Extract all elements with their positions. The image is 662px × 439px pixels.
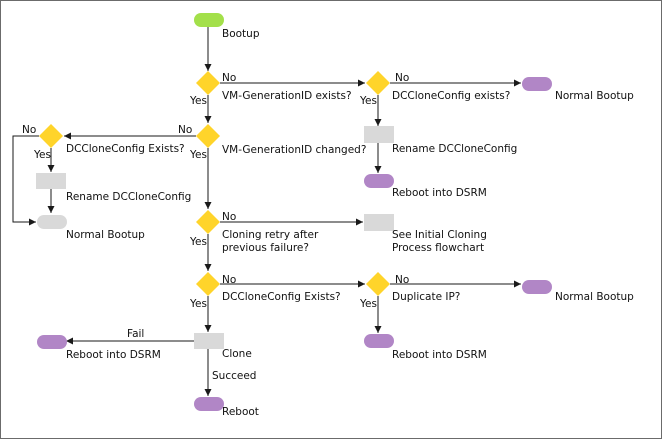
edge-label-no-genid-changed: No xyxy=(178,124,192,136)
terminal-normal-bootup-top xyxy=(522,77,552,91)
label-clone: Clone xyxy=(222,348,252,360)
label-normal-bootup-top: Normal Bootup xyxy=(555,90,634,102)
edge-dcclone-left-no xyxy=(12,135,39,226)
edge-label-yes-dcclone-mid: Yes xyxy=(189,298,207,310)
terminal-normal-bootup-right xyxy=(522,280,552,294)
label-dcclone-top: DCCloneConfig exists? xyxy=(392,90,510,102)
label-bootup: Bootup xyxy=(222,28,260,40)
process-see-initial xyxy=(364,214,394,231)
decision-cloning-retry xyxy=(196,210,220,234)
edge-label-fail: Fail xyxy=(127,328,144,340)
label-duplicate-ip: Duplicate IP? xyxy=(392,291,460,303)
edge-label-no-dcclone-mid: No xyxy=(222,274,236,286)
process-rename-left xyxy=(36,173,66,189)
label-cloning-retry-line1: Cloning retry after xyxy=(222,229,319,241)
edge-label-no-dcclone-top: No xyxy=(395,72,409,84)
label-reboot-dsrm-left: Reboot into DSRM xyxy=(66,349,161,361)
label-genid-exists: VM-GenerationID exists? xyxy=(222,90,352,102)
decision-duplicate-ip xyxy=(366,272,390,296)
decision-dcclone-left xyxy=(39,124,63,148)
label-rename-right: Rename DCCloneConfig xyxy=(392,143,517,155)
edge-label-no-retry: No xyxy=(222,211,236,223)
label-dcclone-mid: DCCloneConfig Exists? xyxy=(222,291,341,303)
decision-dcclone-mid xyxy=(196,272,220,296)
label-see-initial-line2: Process flowchart xyxy=(392,242,484,254)
label-reboot-dsrm-mid: Reboot into DSRM xyxy=(392,349,487,361)
nodes xyxy=(36,13,552,411)
terminal-reboot-dsrm-right xyxy=(364,174,394,188)
process-clone xyxy=(194,333,224,349)
node-labels: Bootup VM-GenerationID exists? DCCloneCo… xyxy=(66,28,634,418)
connectors xyxy=(12,27,521,396)
label-reboot-dsrm-right: Reboot into DSRM xyxy=(392,187,487,199)
decision-genid-exists xyxy=(196,71,220,95)
label-cloning-retry-line2: previous failure? xyxy=(222,242,309,254)
edge-labels: No Yes No Yes No Yes No Yes No Yes No Ye… xyxy=(22,72,409,382)
edge-label-yes-dcclone-left: Yes xyxy=(33,149,51,161)
edge-label-no-dcclone-left: No xyxy=(22,124,36,136)
decision-dcclone-top xyxy=(366,71,390,95)
label-genid-changed: VM-GenerationID changed? xyxy=(222,144,366,156)
edge-label-yes-genid-exists: Yes xyxy=(189,95,207,107)
edge-label-yes-retry: Yes xyxy=(189,236,207,248)
terminal-reboot xyxy=(194,397,224,411)
terminal-reboot-dsrm-mid xyxy=(364,334,394,348)
label-see-initial-line1: See Initial Cloning xyxy=(392,229,487,241)
terminal-reboot-dsrm-left xyxy=(37,335,67,349)
label-dcclone-left: DCCloneConfig Exists? xyxy=(66,143,185,155)
edge-label-yes-dcclone-top: Yes xyxy=(359,95,377,107)
start-node-bootup xyxy=(194,13,224,27)
terminal-normal-bootup-left xyxy=(37,215,67,229)
edge-label-no-genid-exists: No xyxy=(222,72,236,84)
edge-label-succeed: Succeed xyxy=(212,370,256,382)
edge-label-yes-duplicate-ip: Yes xyxy=(359,298,377,310)
decision-genid-changed xyxy=(196,124,220,148)
process-rename-right xyxy=(364,126,394,143)
edge-label-yes-genid-changed: Yes xyxy=(189,149,207,161)
label-normal-bootup-right: Normal Bootup xyxy=(555,291,634,303)
label-rename-left: Rename DCCloneConfig xyxy=(66,191,191,203)
edge-label-no-duplicate-ip: No xyxy=(395,274,409,286)
label-normal-bootup-left: Normal Bootup xyxy=(66,229,145,241)
label-reboot: Reboot xyxy=(222,406,259,418)
